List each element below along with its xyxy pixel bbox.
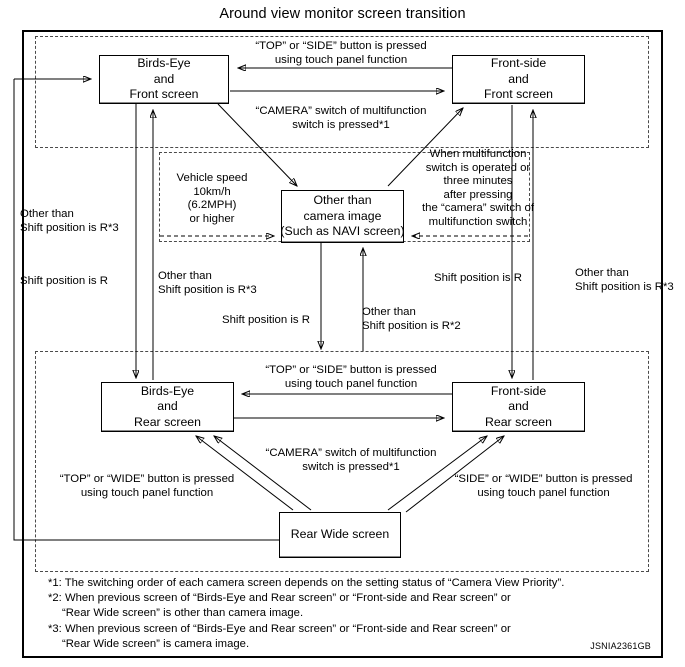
node-line-2: and: [153, 71, 175, 86]
label-camera-switch-rear: “CAMERA” switch of multifunction switch …: [236, 447, 466, 474]
label-shift-position-r-left: Shift position is R: [20, 275, 180, 289]
node-line-3: (Such as NAVI screen): [280, 224, 405, 239]
label-line-1: Other than: [575, 267, 629, 279]
label-vehicle-speed: Vehicle speed 10km/h (6.2MPH) or higher: [158, 172, 266, 226]
label-shift-position-r-right: Shift position is R: [434, 272, 584, 286]
node-birds-eye-front-screen[interactable]: Birds-Eye and Front screen: [99, 55, 229, 104]
node-front-side-front-screen[interactable]: Front-side and Front screen: [452, 55, 585, 104]
node-birds-eye-rear-screen[interactable]: Birds-Eye and Rear screen: [101, 382, 234, 432]
label-other-than-shift-left: Other than Shift position is R*3: [20, 208, 180, 235]
label-line-1: “CAMERA” switch of multifunction: [255, 105, 427, 117]
label-line-2: switch is pressed*1: [292, 118, 390, 131]
footnote-3-line-1: *3: When previous screen of “Birds-Eye a…: [48, 622, 511, 635]
label-line-6: multifunction switch: [428, 215, 528, 228]
label-line-2: using touch panel function: [80, 486, 214, 499]
label-other-than-shift-right: Other than Shift position is R*3: [575, 267, 685, 294]
label-other-than-shift-center: Other than Shift position is R*2: [362, 306, 532, 333]
label-line-2: Shift position is R*2: [362, 319, 461, 332]
label-line-1: Other than: [362, 306, 416, 318]
label-side-wide-button: “SIDE” or “WIDE” button is pressed using…: [436, 473, 651, 500]
label-line-1: “TOP” or “SIDE” button is pressed: [265, 364, 437, 376]
label-line-2: 10km/h: [193, 185, 231, 198]
label-line-1: Shift position is R: [434, 272, 522, 284]
node-line-3: Front screen: [129, 87, 199, 102]
label-line-1: “CAMERA” switch of multifunction: [265, 447, 437, 459]
footnote-3: *3: When previous screen of “Birds-Eye a…: [48, 622, 648, 652]
footnotes: *1: The switching order of each camera s…: [48, 576, 648, 652]
label-line-3: three minutes: [443, 175, 513, 188]
label-shift-position-r-mid: Shift position is R: [222, 314, 372, 328]
figure-id-code: JSNIA2361GB: [590, 641, 651, 651]
node-line-1: Birds-Eye: [140, 383, 195, 398]
label-line-3: (6.2MPH): [187, 199, 237, 212]
label-line-2: switch is operated or: [425, 161, 531, 174]
label-line-1: Shift position is R: [222, 314, 310, 326]
label-top-wide-button: “TOP” or “WIDE” button is pressed using …: [42, 473, 252, 500]
node-line-3: Rear screen: [134, 414, 201, 429]
label-line-2: using touch panel function: [284, 377, 418, 390]
label-line-4: after pressing: [443, 188, 513, 201]
footnote-1: *1: The switching order of each camera s…: [48, 577, 565, 589]
label-top-side-button-front: “TOP” or “SIDE” button is pressed using …: [226, 40, 456, 67]
label-other-than-shift-mid: Other than Shift position is R*3: [158, 270, 328, 297]
label-top-side-button-rear: “TOP” or “SIDE” button is pressed using …: [236, 364, 466, 391]
node-other-than-camera-image[interactable]: Other than camera image (Such as NAVI sc…: [280, 190, 405, 243]
label-line-1: When multifunction: [429, 148, 527, 160]
footnote-2-line-2: “Rear Wide screen” is other than camera …: [62, 607, 304, 620]
node-line-3: Front screen: [483, 87, 554, 102]
node-line-1: Birds-Eye: [137, 56, 191, 71]
label-line-1: “TOP” or “SIDE” button is pressed: [255, 40, 427, 52]
label-line-1: “SIDE” or “WIDE” button is pressed: [454, 473, 633, 485]
node-line-1: Rear Wide screen: [290, 527, 390, 542]
footnote-2-line-1: *2: When previous screen of “Birds-Eye a…: [48, 592, 511, 605]
label-line-1: Shift position is R: [20, 275, 108, 287]
node-line-2: and: [508, 399, 529, 414]
label-line-1: Vehicle speed: [176, 172, 248, 184]
label-multifunction-switch: When multifunction switch is operated or…: [404, 148, 552, 230]
label-line-2: switch is pressed*1: [302, 460, 400, 473]
node-line-2: camera image: [303, 208, 382, 223]
label-line-2: Shift position is R*3: [20, 221, 119, 234]
label-line-2: using touch panel function: [274, 53, 408, 66]
node-line-1: Front-side: [490, 383, 547, 398]
label-line-2: using touch panel function: [477, 486, 610, 499]
node-line-2: and: [157, 399, 178, 414]
label-line-1: Other than: [158, 270, 212, 282]
node-rear-wide-screen[interactable]: Rear Wide screen: [279, 512, 401, 558]
node-line-2: and: [508, 71, 529, 86]
label-line-2: Shift position is R*3: [158, 283, 257, 296]
label-line-2: Shift position is R*3: [575, 280, 674, 293]
node-line-3: Rear screen: [485, 414, 552, 429]
label-line-5: the “camera” switch of: [421, 202, 535, 215]
footnote-2: *2: When previous screen of “Birds-Eye a…: [48, 591, 648, 621]
label-line-1: Other than: [20, 208, 74, 220]
label-line-1: “TOP” or “WIDE” button is pressed: [59, 473, 235, 485]
node-line-1: Front-side: [490, 56, 547, 71]
label-line-4: or higher: [189, 212, 235, 225]
label-camera-switch-front: “CAMERA” switch of multifunction switch …: [226, 105, 456, 132]
node-front-side-rear-screen[interactable]: Front-side and Rear screen: [452, 382, 585, 432]
footnote-3-line-2: “Rear Wide screen” is camera image.: [62, 637, 250, 650]
node-line-1: Other than: [313, 193, 372, 208]
figure-title: Around view monitor screen transition: [219, 6, 466, 22]
